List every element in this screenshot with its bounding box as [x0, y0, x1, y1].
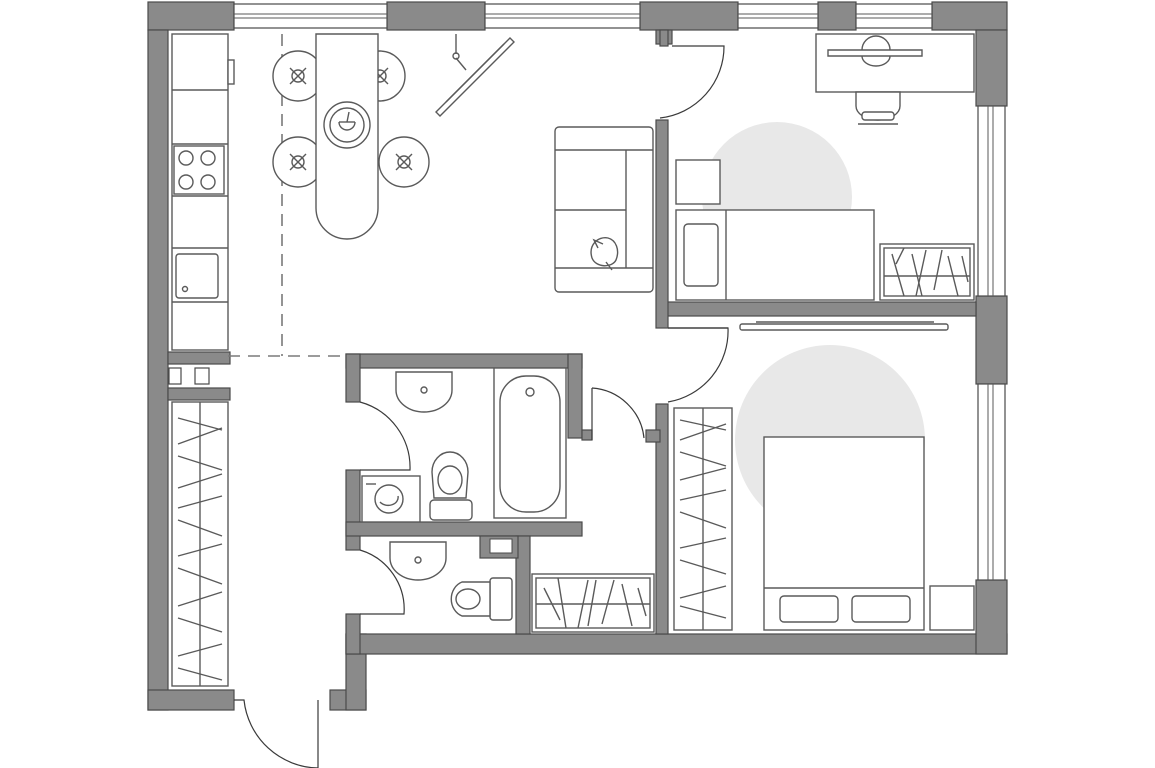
nightstand	[675, 159, 721, 205]
dining-table	[315, 33, 379, 240]
kitchen-sink-icon	[175, 253, 219, 299]
kitchen-living-room	[171, 33, 654, 357]
windows	[233, 3, 1006, 581]
desk-chair-icon	[855, 91, 901, 125]
toilet-room	[389, 541, 513, 621]
double-bed	[763, 436, 925, 631]
hall-closet	[531, 573, 655, 633]
dining-chair-icon	[272, 136, 324, 188]
small-bedroom	[675, 33, 975, 301]
doors	[234, 45, 729, 768]
toilet-icon	[450, 577, 513, 621]
walls	[147, 1, 1008, 711]
hall-wardrobe	[171, 401, 229, 687]
wardrobe-tall	[673, 407, 733, 631]
hallway	[171, 401, 655, 687]
nightstand	[929, 585, 975, 631]
washing-machine-icon	[361, 475, 421, 523]
toilet-icon	[429, 451, 473, 521]
cat-icon	[590, 237, 619, 271]
single-bed	[675, 209, 875, 301]
wardrobe	[879, 243, 975, 301]
curtain-rail	[739, 321, 949, 331]
bathroom	[361, 367, 567, 523]
large-bedroom	[673, 407, 975, 631]
tv-icon	[435, 34, 515, 117]
bathtub-icon	[493, 367, 567, 519]
washbasin-icon	[389, 541, 447, 581]
dining-chair-icon	[378, 136, 430, 188]
desk	[815, 33, 975, 93]
sofa-icon	[554, 126, 654, 293]
stove-icon	[173, 145, 225, 195]
washbasin-icon	[395, 371, 453, 413]
